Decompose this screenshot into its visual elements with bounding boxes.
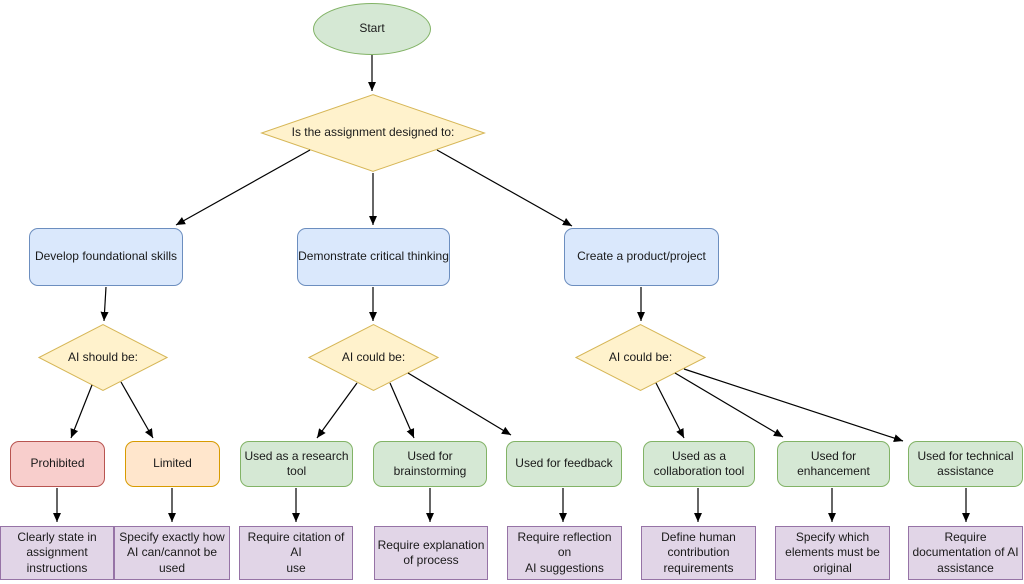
action-label: Require citation of AI use xyxy=(247,529,345,575)
option-label: Used for enhancement xyxy=(797,448,870,478)
option-label: Used for technical assistance xyxy=(917,448,1014,478)
goal-label: Create a product/project xyxy=(577,249,706,264)
action-specify-original-elements: Specify which elements must be original xyxy=(775,526,890,580)
question-label: AI should be: xyxy=(67,349,139,364)
option-limited: Limited xyxy=(125,441,220,487)
option-label: Used as a research tool xyxy=(244,448,349,478)
action-label: Clearly state in assignment instructions xyxy=(17,529,97,575)
option-label: Limited xyxy=(153,456,192,471)
root-question-label: Is the assignment designed to: xyxy=(291,125,455,140)
goal-demonstrate-critical-thinking: Demonstrate critical thinking xyxy=(297,228,450,286)
diamond-shape xyxy=(575,324,706,391)
action-require-documentation: Require documentation of AI assistance xyxy=(908,526,1023,580)
option-label: Used as a collaboration tool xyxy=(653,448,745,478)
question-label: AI could be: xyxy=(341,349,406,364)
option-feedback: Used for feedback xyxy=(506,441,622,487)
goal-label: Develop foundational skills xyxy=(34,249,178,264)
goal-create-product-project: Create a product/project xyxy=(564,228,719,286)
option-research-tool: Used as a research tool xyxy=(240,441,353,487)
action-specify-how-ai-used: Specify exactly how AI can/cannot be use… xyxy=(114,526,230,580)
action-label: Define human contribution requirements xyxy=(661,529,736,575)
action-define-contribution: Define human contribution requirements xyxy=(641,526,756,580)
question-label: AI could be: xyxy=(608,349,673,364)
goal-develop-foundational-skills: Develop foundational skills xyxy=(29,228,183,286)
diamond-shape xyxy=(38,324,168,391)
question-ai-should-be: AI should be: xyxy=(38,324,168,391)
edge-goal1-to-question xyxy=(100,286,109,322)
action-require-explanation: Require explanation of process xyxy=(374,526,488,580)
option-label: Prohibited xyxy=(30,456,85,471)
edge-question3-to-technical xyxy=(683,368,904,442)
start-node: Start xyxy=(313,3,431,55)
diamond-shape xyxy=(308,324,439,391)
diamond-shape xyxy=(260,94,486,172)
action-label: Require documentation of AI assistance xyxy=(912,529,1019,575)
edge-question2-to-research xyxy=(316,382,358,439)
action-label: Specify which elements must be original xyxy=(785,529,880,575)
option-brainstorming: Used for brainstorming xyxy=(373,441,487,487)
option-prohibited: Prohibited xyxy=(10,441,105,487)
edge-question2-to-brainstorming xyxy=(389,382,415,439)
action-label: Require reflection on AI suggestions xyxy=(517,529,612,575)
option-enhancement: Used for enhancement xyxy=(777,441,890,487)
question-ai-could-be-product: AI could be: xyxy=(575,324,706,391)
goal-label: Demonstrate critical thinking xyxy=(298,249,449,264)
question-ai-could-be-critical-thinking: AI could be: xyxy=(308,324,439,391)
option-label: Used for feedback xyxy=(515,456,613,471)
option-collaboration-tool: Used as a collaboration tool xyxy=(643,441,755,487)
action-label: Specify exactly how AI can/cannot be use… xyxy=(119,529,225,575)
edge-question1-to-prohibited xyxy=(70,384,93,439)
action-label: Require explanation of process xyxy=(377,537,485,567)
action-state-in-instructions: Clearly state in assignment instructions xyxy=(0,526,114,580)
edge-question3-to-collaboration xyxy=(655,382,685,439)
option-technical-assistance: Used for technical assistance xyxy=(908,441,1023,487)
action-require-citation: Require citation of AI use xyxy=(239,526,353,580)
root-question-node: Is the assignment designed to: xyxy=(260,94,486,172)
option-label: Used for brainstorming xyxy=(393,448,467,478)
action-require-reflection: Require reflection on AI suggestions xyxy=(507,526,622,580)
start-label: Start xyxy=(359,21,385,36)
